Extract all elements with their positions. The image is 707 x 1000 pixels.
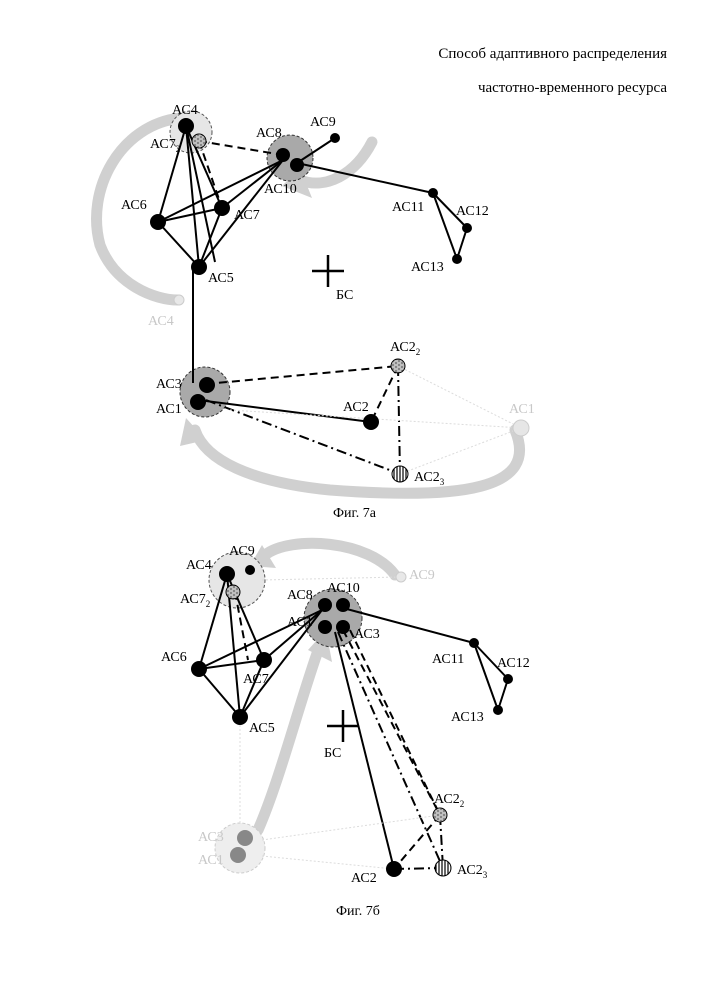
label-ac4-ghost-7a: АС4 (148, 314, 174, 329)
node-ac9-ghost-7b (396, 572, 406, 582)
label-ac9-7a: АС9 (310, 115, 336, 130)
figure-7b: АС4 АС9 АС9 АС72 АС8 АС10 АС1 АС3 АС6 АС… (161, 543, 530, 919)
label-ac13-7b: АС13 (451, 710, 484, 725)
node-ac11-7a (428, 188, 438, 198)
label-bs-7a: БС (336, 288, 353, 303)
label-ac7-2-7b: АС72 (180, 592, 210, 609)
node-ac1-7b (318, 620, 332, 634)
node-ac3-ghost-7b (237, 830, 253, 846)
label-ac9-ghost-7b: АС9 (409, 568, 435, 583)
label-ac7-2-7a: АС72 (150, 137, 180, 154)
base-station-7a (312, 255, 344, 287)
dashdot-links-7b (338, 632, 443, 869)
node-ac8-7b (318, 598, 332, 612)
node-ac12-7a (462, 223, 472, 233)
label-ac4-7b: АС4 (186, 558, 212, 573)
label-ac10-7a: АС10 (264, 182, 297, 197)
node-ac5-7a (191, 259, 207, 275)
node-ac7-2-7a (192, 134, 206, 148)
caption-fig-7b: Фиг. 7б (336, 904, 380, 919)
label-ac2-2-7b: АС22 (434, 792, 464, 809)
label-ac8-7b: АС8 (287, 588, 313, 603)
label-ac3-7a: АС3 (156, 377, 182, 392)
label-ac10-7b: АС10 (327, 581, 360, 596)
node-ac4-7a (178, 118, 194, 134)
node-ac10-7a (290, 158, 304, 172)
node-ac1-ghost-7a (513, 420, 529, 436)
node-ac7-2-7b (226, 585, 240, 599)
node-ac2-3-7b (435, 860, 451, 876)
node-ac2-3-7a (392, 466, 408, 482)
label-ac1-7a: АС1 (156, 402, 182, 417)
label-ac12-7b: АС12 (497, 656, 530, 671)
node-ac10-7b (336, 598, 350, 612)
label-ac7-7a: АС7 (234, 208, 260, 223)
label-ac2-2-7a: АС22 (390, 340, 420, 357)
label-ac7-7b: АС7 (243, 672, 269, 687)
label-ac6-7b: АС6 (161, 650, 187, 665)
label-ac2-3-7a: АС23 (414, 470, 445, 487)
node-ac4-7b (219, 566, 235, 582)
node-ac5-7b (232, 709, 248, 725)
node-ac13-7a (452, 254, 462, 264)
motion-arrows-7a (97, 118, 520, 493)
node-ac6-7a (150, 214, 166, 230)
label-ac12-7a: АС12 (456, 204, 489, 219)
node-ac7-7b (256, 652, 272, 668)
label-ac5-7b: АС5 (249, 721, 275, 736)
node-ac13-7b (493, 705, 503, 715)
label-ac13-7a: АС13 (411, 260, 444, 275)
label-ac8-7a: АС8 (256, 126, 282, 141)
label-bs-7b: БС (324, 746, 341, 761)
label-ac1-ghost-7b: АС1 (198, 853, 224, 868)
node-ac3-7b (336, 620, 350, 634)
node-ac3-7a (199, 377, 215, 393)
label-ac2-7b: АС2 (351, 871, 377, 886)
node-ac12-7b (503, 674, 513, 684)
node-ac9-7b (245, 565, 255, 575)
node-ac11-7b (469, 638, 479, 648)
label-ac3-ghost-7b: АС3 (198, 830, 224, 845)
node-ac2-7a (363, 414, 379, 430)
node-ac4-ghost-7a (174, 295, 184, 305)
label-ac1-ghost-7a: АС1 (509, 402, 535, 417)
label-ac5-7a: АС5 (208, 271, 234, 286)
base-station-7b (327, 710, 359, 742)
node-ac2-7b (386, 861, 402, 877)
label-ac9-7b: АС9 (229, 544, 255, 559)
node-ac6-7b (191, 661, 207, 677)
label-ac3-7b: АС3 (354, 627, 380, 642)
label-ac4-7a: АС4 (172, 103, 198, 118)
node-ac2-2-7a (391, 359, 405, 373)
node-ac9-7a (330, 133, 340, 143)
caption-fig-7a: Фиг. 7а (333, 506, 377, 521)
label-ac11-7b: АС11 (432, 652, 464, 667)
node-ac2-2-7b (433, 808, 447, 822)
node-ac1-7a (190, 394, 206, 410)
node-ac1-ghost-7b (230, 847, 246, 863)
label-ac2-7a: АС2 (343, 400, 369, 415)
node-ac8-7a (276, 148, 290, 162)
label-ac2-3-7b: АС23 (457, 863, 488, 880)
node-ac7-7a (214, 200, 230, 216)
label-ac6-7a: АС6 (121, 198, 147, 213)
label-ac1-7b: АС1 (287, 615, 313, 630)
label-ac11-7a: АС11 (392, 200, 424, 215)
figure-7a: АС4 АС72 АС8 АС9 АС10 АС6 АС7 АС5 АС11 А… (97, 103, 535, 521)
